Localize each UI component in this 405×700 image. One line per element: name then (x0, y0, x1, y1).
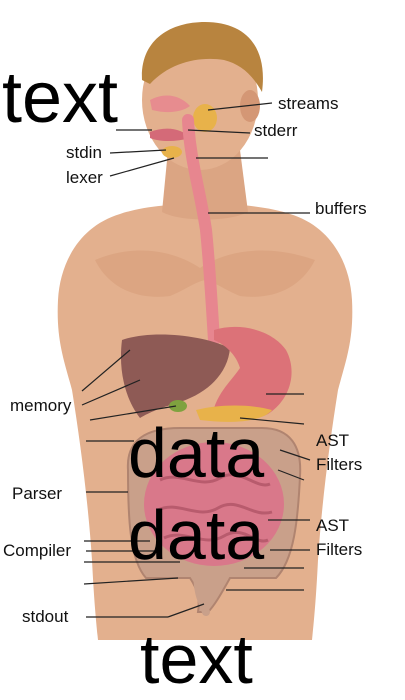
nasal-cavity (150, 95, 190, 113)
leader-left-bottom (83, 577, 179, 585)
label-filters-1: Filters (316, 455, 363, 474)
overlay-data-1: data (128, 414, 265, 492)
leader-right-colon (277, 469, 305, 481)
label-buffers: buffers (315, 199, 367, 218)
leader-stderr (187, 129, 251, 134)
label-compiler: Compiler (3, 541, 72, 560)
tongue (150, 128, 190, 141)
leader-liver-gall (89, 405, 177, 421)
gallbladder (169, 400, 187, 412)
label-ast-1: AST (316, 431, 350, 450)
leader-memory-lower (81, 379, 141, 406)
label-ast-2: AST (316, 516, 350, 535)
stomach (214, 326, 292, 420)
label-lexer: lexer (66, 168, 103, 187)
submandibular-gland (162, 146, 182, 158)
hair (141, 22, 263, 92)
leader-stdout-tail (167, 603, 205, 618)
parotid-gland (193, 104, 217, 132)
small-intestine-folds (157, 473, 273, 543)
esophagus (182, 114, 220, 346)
leader-streams (207, 102, 273, 111)
label-memory: memory (10, 396, 72, 415)
label-stdin: stdin (66, 143, 102, 162)
overlay-data-2: data (128, 496, 265, 574)
label-parser: Parser (12, 484, 63, 503)
label-filters-2: Filters (316, 540, 363, 559)
leader-ast-1 (279, 449, 311, 461)
leader-lexer (109, 157, 175, 177)
neck (162, 150, 248, 220)
label-streams: streams (278, 94, 339, 113)
overlay-text-top: text (2, 58, 119, 138)
pancreas (196, 405, 272, 422)
leader-pancreas (239, 417, 305, 425)
appendix (193, 568, 210, 616)
liver (120, 334, 230, 418)
label-stderr: stderr (254, 121, 298, 140)
leader-stdin (109, 149, 167, 154)
leader-memory-upper (81, 349, 131, 392)
leader-lines (81, 102, 311, 618)
overlay-text-bottom: text (140, 620, 253, 698)
label-stdout: stdout (22, 607, 69, 626)
